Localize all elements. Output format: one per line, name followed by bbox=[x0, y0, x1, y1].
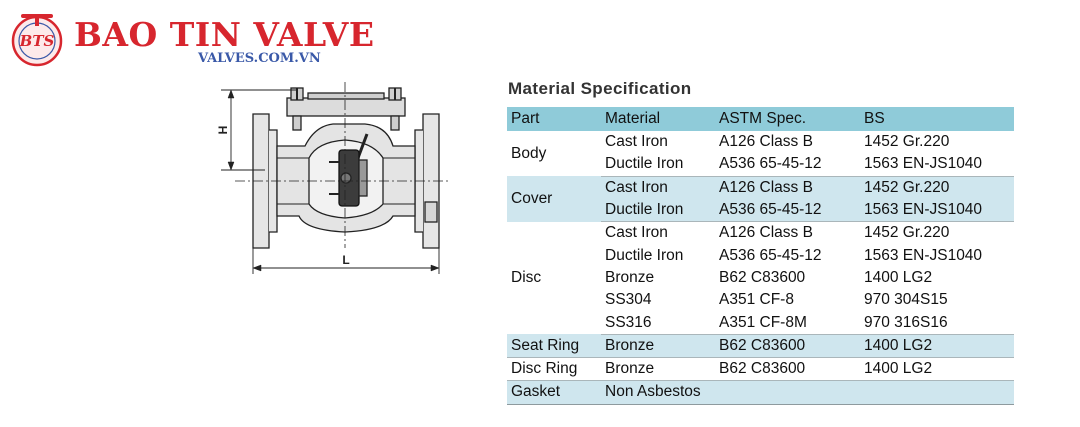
part-cell: Disc bbox=[511, 268, 542, 286]
bs-cell: 1563 EN-JS1040 bbox=[860, 198, 1014, 223]
bs-cell: 1563 EN-JS1040 bbox=[860, 153, 1014, 177]
header-astm: ASTM Spec. bbox=[715, 107, 860, 131]
brand-logo: BTS BAO TIN VALVE VALVES.COM.VN bbox=[8, 10, 374, 68]
material-cell: Ductile Iron bbox=[605, 246, 684, 264]
material-cell: Cast Iron bbox=[605, 224, 668, 242]
material-cell: Bronze bbox=[601, 357, 715, 382]
part-cell: Cover bbox=[507, 176, 601, 222]
table-row: Disc Cast Iron A126 Class B 1452 Gr.220 bbox=[507, 222, 1014, 286]
astm-cell: A126 Class B bbox=[719, 133, 813, 151]
astm-cell: B62 C83600 bbox=[719, 268, 806, 286]
astm-cell: A536 65-45-12 bbox=[715, 153, 860, 177]
dimension-h-label: H bbox=[216, 126, 230, 135]
bs-cell: 1400 LG2 bbox=[860, 357, 1014, 382]
bs-cell: 970 316S16 bbox=[860, 311, 1014, 335]
astm-cell: A126 Class B bbox=[715, 176, 860, 199]
material-cell: SS304 bbox=[605, 291, 652, 309]
part-cell: Gasket bbox=[507, 380, 601, 405]
bs-cell: 970 304S15 bbox=[864, 291, 948, 309]
badge-text: BTS bbox=[19, 32, 55, 50]
spec-title: Material Specification bbox=[508, 79, 692, 98]
brand-name: BAO TIN VALVE bbox=[74, 15, 375, 54]
header-material: Material bbox=[601, 107, 715, 131]
part-cell: Body bbox=[511, 144, 547, 162]
material-cell: Cast Iron bbox=[605, 133, 668, 151]
part-cell: Disc Ring bbox=[507, 357, 601, 382]
material-cell: Bronze bbox=[605, 268, 655, 286]
header-part: Part bbox=[507, 107, 601, 131]
material-cell: Cast Iron bbox=[601, 176, 715, 199]
check-valve-drawing: H L bbox=[216, 82, 451, 274]
table-row: Bronze B62 C83600 1400 LG2 bbox=[507, 267, 1014, 289]
astm-cell: A536 65-45-12 bbox=[715, 198, 860, 223]
material-cell: Ductile Iron bbox=[601, 198, 715, 223]
bs-cell: 1400 LG2 bbox=[860, 334, 1014, 358]
astm-cell: A351 CF-8 bbox=[719, 291, 794, 309]
material-cell: Bronze bbox=[601, 334, 715, 358]
table-header-row: Part Material ASTM Spec. BS bbox=[507, 107, 1014, 131]
table-row: SS304 A351 CF-8 970 304S15 bbox=[507, 289, 1014, 311]
dimension-l-label: L bbox=[342, 253, 349, 267]
astm-cell: B62 C83600 bbox=[715, 357, 860, 382]
header-bs: BS bbox=[860, 107, 1014, 131]
material-cell: SS316 bbox=[601, 311, 715, 335]
bs-cell: 1452 Gr.220 bbox=[864, 224, 950, 242]
astm-cell: B62 C83600 bbox=[715, 334, 860, 358]
table-row: Ductile Iron A536 65-45-12 1563 EN-JS1040 bbox=[507, 244, 1014, 266]
astm-cell: A126 Class B bbox=[719, 224, 813, 242]
bs-cell: 1452 Gr.220 bbox=[864, 133, 950, 151]
astm-cell: A351 CF-8M bbox=[715, 311, 860, 335]
part-cell: Seat Ring bbox=[507, 334, 601, 358]
material-cell: Ductile Iron bbox=[601, 153, 715, 177]
astm-cell: A536 65-45-12 bbox=[719, 246, 822, 264]
bs-cell bbox=[860, 380, 1014, 405]
material-cell: Non Asbestos bbox=[601, 380, 715, 405]
bs-cell: 1452 Gr.220 bbox=[860, 176, 1014, 199]
table-row: Body Cast Iron A126 Class B 1452 Gr.220 bbox=[507, 131, 1014, 161]
bs-cell: 1563 EN-JS1040 bbox=[864, 246, 983, 264]
valve-logo-icon: BTS bbox=[11, 14, 63, 67]
brand-website: VALVES.COM.VN bbox=[198, 51, 321, 66]
astm-cell bbox=[715, 380, 860, 405]
bs-cell: 1400 LG2 bbox=[864, 268, 933, 286]
